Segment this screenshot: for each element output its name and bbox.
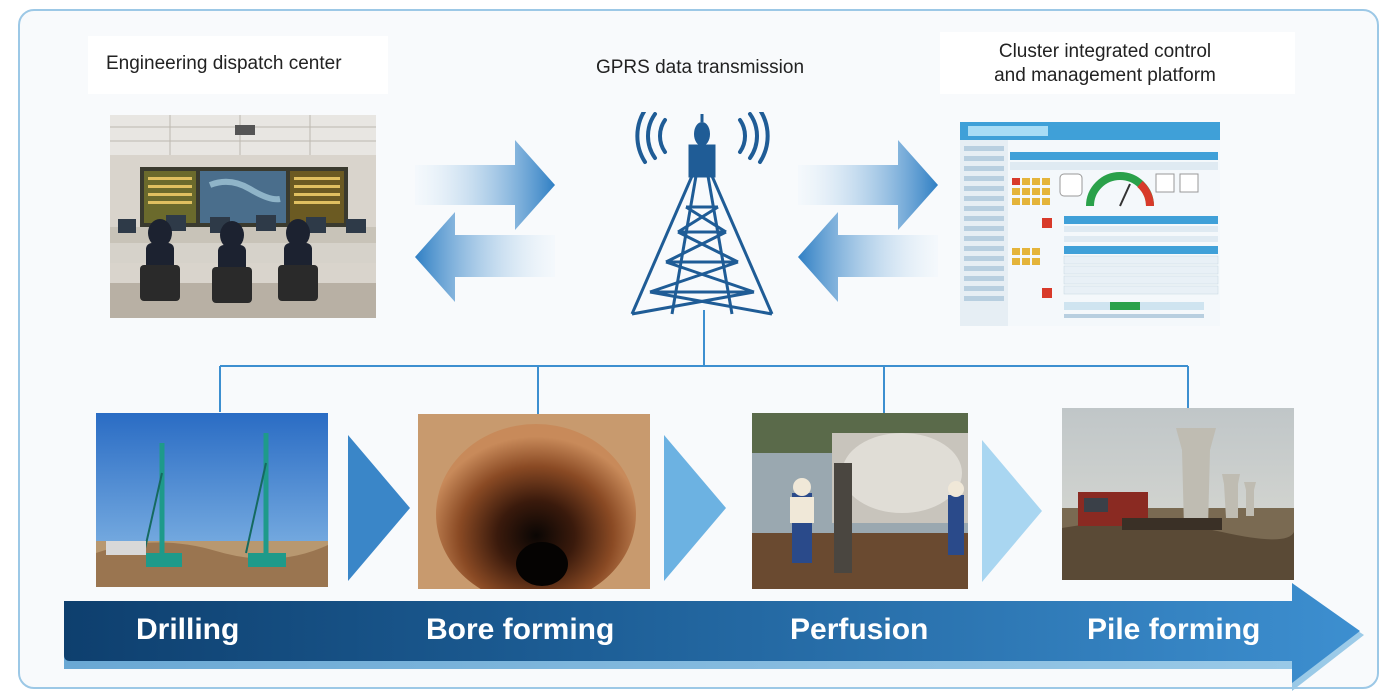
stage-label-pile-forming: Pile forming [1087, 613, 1261, 646]
dispatch-center-photo [110, 115, 376, 318]
stage-arrow-1-icon [348, 435, 410, 581]
stage-arrow-3-icon [982, 440, 1042, 582]
dispatch-center-label: Engineering dispatch center [106, 53, 342, 74]
gprs-tower-icon [630, 112, 774, 316]
arrow-right-icon [798, 140, 938, 230]
platform-label-bg [940, 32, 1295, 94]
connector-lines [219, 310, 1189, 414]
platform-exchange-arrows [798, 140, 938, 302]
stage-arrow-2-icon [664, 435, 726, 581]
gprs-label: GPRS data transmission [595, 57, 805, 78]
platform-screenshot [960, 122, 1220, 326]
stage-label-perfusion: Perfusion [790, 613, 929, 646]
dispatch-label-bg [88, 36, 388, 94]
arrow-left-icon [415, 212, 555, 302]
process-timeline-arrow [64, 583, 1364, 691]
stage-label-bore-forming: Bore forming [426, 613, 615, 646]
arrow-left-icon [798, 212, 938, 302]
pile-forming-photo [1062, 408, 1294, 580]
stage-label-drilling: Drilling [136, 613, 240, 646]
bore-forming-photo [418, 414, 650, 589]
arrow-right-icon [415, 140, 555, 230]
perfusion-photo [752, 413, 968, 589]
dispatch-exchange-arrows [415, 140, 555, 302]
drilling-photo [96, 413, 328, 587]
platform-label: Cluster integrated control and managemen… [994, 41, 1216, 86]
